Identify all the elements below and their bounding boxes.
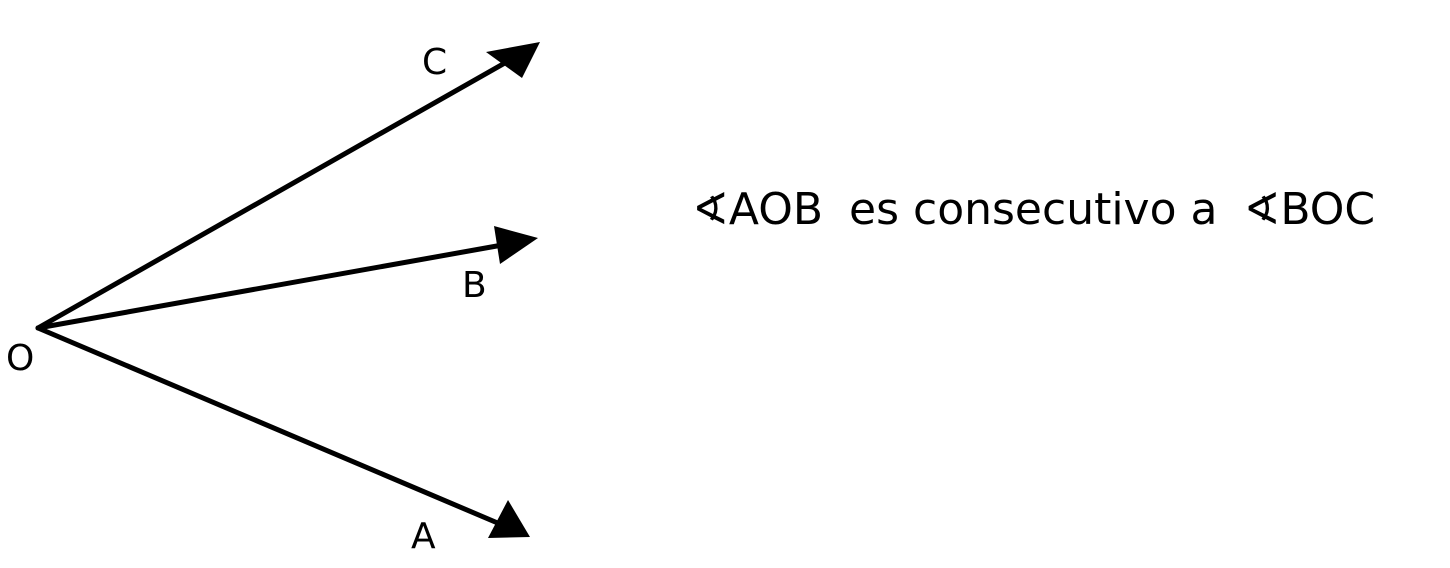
angle-boc-label: BOC	[1280, 184, 1376, 235]
label-o: O	[6, 338, 34, 379]
angle-symbol: ∢	[1243, 184, 1281, 235]
label-c: C	[422, 42, 447, 83]
arrow-head-b	[494, 226, 538, 264]
arrow-head-a	[488, 500, 530, 538]
angle-symbol: ∢	[692, 184, 729, 235]
ray-oc	[35, 42, 540, 331]
ray-oa	[35, 325, 530, 538]
label-a: A	[411, 516, 436, 557]
ray-ob	[35, 226, 538, 331]
label-b: B	[462, 265, 487, 306]
statement-middle-text: es consecutivo a	[849, 184, 1218, 235]
angle-aob-label: AOB	[728, 184, 824, 235]
arrow-head-c	[486, 42, 540, 78]
